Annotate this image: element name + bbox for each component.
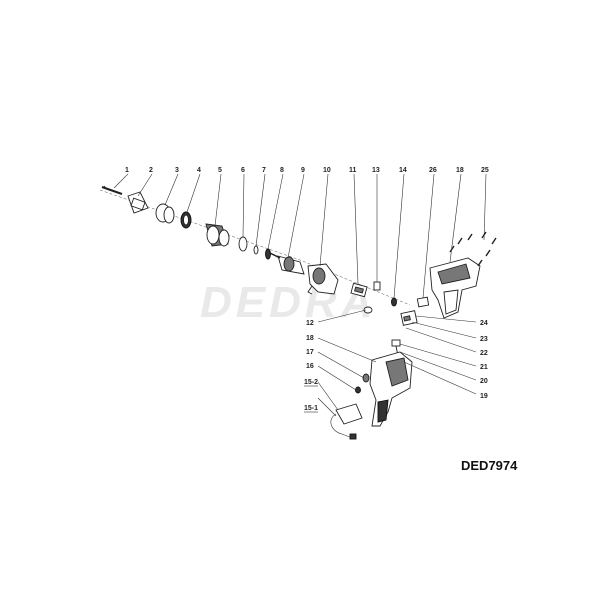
label-18-bottom: 18 xyxy=(306,335,314,342)
label-17: 17 xyxy=(306,349,314,356)
label-26: 26 xyxy=(429,167,437,174)
part-18-housing-left xyxy=(369,351,413,427)
part-24-switch-assembly xyxy=(400,310,418,326)
part-5-gearbox xyxy=(205,223,230,247)
part-3-collar xyxy=(155,203,175,224)
label-11: 11 xyxy=(349,167,357,174)
label-24: 24 xyxy=(480,320,488,327)
label-18-top: 18 xyxy=(456,167,464,174)
label-15-1: 15-1 xyxy=(304,405,318,412)
model-number: DED7974 xyxy=(461,458,518,473)
label-4: 4 xyxy=(197,167,201,174)
label-1: 1 xyxy=(125,167,129,174)
label-15-2: 15-2 xyxy=(304,379,318,386)
label-20: 20 xyxy=(480,378,488,385)
label-23: 23 xyxy=(480,336,488,343)
part-6-plate xyxy=(238,236,248,252)
label-12: 12 xyxy=(306,320,314,327)
part-4-ring xyxy=(180,211,192,229)
part-2-chuck xyxy=(127,191,149,214)
label-21: 21 xyxy=(480,364,488,371)
label-9: 9 xyxy=(301,167,305,174)
part-1-bit xyxy=(101,185,123,195)
label-19: 19 xyxy=(480,393,488,400)
label-2: 2 xyxy=(149,167,153,174)
part-26-switch xyxy=(416,296,430,308)
part-14-spring xyxy=(391,297,397,307)
part-25-screws xyxy=(449,231,497,267)
part-13-block xyxy=(373,281,381,291)
part-labels: 1 2 3 4 5 6 7 8 9 10 11 13 14 26 18 25 2… xyxy=(125,167,489,413)
label-5: 5 xyxy=(218,167,222,174)
part-17-trigger xyxy=(362,373,370,383)
part-16-spring xyxy=(355,386,361,394)
label-14: 14 xyxy=(399,167,407,174)
part-9-motor xyxy=(269,252,305,275)
part-8-spacer xyxy=(265,248,271,260)
label-3: 3 xyxy=(175,167,179,174)
leader-lines xyxy=(113,173,487,417)
label-16: 16 xyxy=(306,363,314,370)
part-15-charger xyxy=(330,403,363,440)
part-11-bracket xyxy=(350,282,368,298)
part-18-housing-right xyxy=(429,257,481,319)
label-13: 13 xyxy=(372,167,380,174)
part-7-washer xyxy=(253,245,259,255)
label-6: 6 xyxy=(241,167,245,174)
label-22: 22 xyxy=(480,350,488,357)
part-12-cylinder xyxy=(363,306,373,314)
label-7: 7 xyxy=(262,167,266,174)
label-8: 8 xyxy=(280,167,284,174)
label-10: 10 xyxy=(323,167,331,174)
brand-watermark: DEDRA xyxy=(200,278,377,327)
label-25: 25 xyxy=(481,167,489,174)
part-10-motor-housing xyxy=(307,263,339,295)
